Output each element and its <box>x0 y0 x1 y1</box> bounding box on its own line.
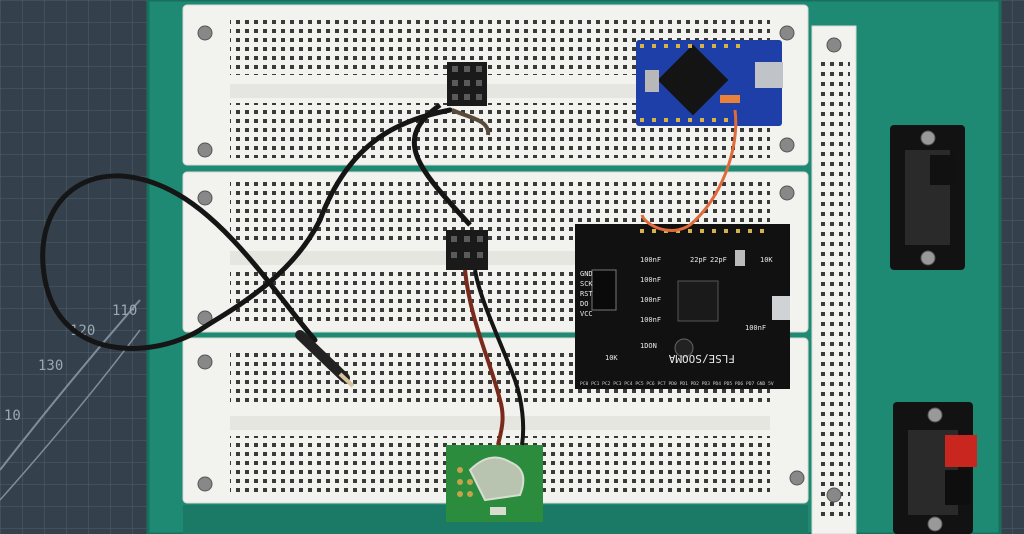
dev-board-label: 100nF <box>640 296 661 304</box>
black-wire-mid <box>411 102 472 227</box>
dev-board-brand: FLSE/SOOMA <box>668 352 735 365</box>
orange-wire <box>640 109 738 232</box>
dev-board-pin-label: VCC <box>580 310 593 318</box>
dev-board-label: 22pF <box>690 256 707 264</box>
dev-board-pin-label: SCK <box>580 280 593 288</box>
red-wire <box>463 269 505 446</box>
dev-board-pin-label: DO <box>580 300 588 308</box>
dev-board-label: 10K <box>605 354 618 362</box>
dev-board-label: 100nF <box>640 316 661 324</box>
dev-board-footer: PC0 PC1 PC2 PC3 PC4 PC5 PC6 PC7 PD0 PD1 … <box>580 381 774 387</box>
dev-board-label: 1DON <box>640 342 657 350</box>
brown-wire-top <box>451 108 491 136</box>
small-pcb <box>446 445 543 522</box>
pin-header-top <box>447 62 487 106</box>
terminal-bottom <box>893 402 977 534</box>
dev-board-label: 100nF <box>640 256 661 264</box>
blue-microcontroller-board <box>636 40 783 126</box>
connector-plug <box>295 330 350 383</box>
dev-board-pin-label: RST <box>580 290 593 298</box>
mat-label: 110 <box>112 303 137 319</box>
mat-label: 130 <box>38 358 63 374</box>
black-wire-long <box>40 107 453 351</box>
terminal-top <box>890 125 965 270</box>
dev-board-label: 22pF <box>710 256 727 264</box>
pin-header-middle <box>446 230 488 270</box>
dev-board-label: 10K <box>760 256 773 264</box>
dev-board-pin-label: GND <box>580 270 593 278</box>
mat-label: 10 <box>4 408 21 424</box>
black-dev-board: GND SCK RST DO VCC 100nF 100nF 100nF 100… <box>575 224 790 389</box>
black-wire-short <box>473 269 526 446</box>
dev-board-label: 100nF <box>640 276 661 284</box>
power-rail-strip <box>811 25 857 534</box>
dev-board-label: 100nF <box>745 324 766 332</box>
